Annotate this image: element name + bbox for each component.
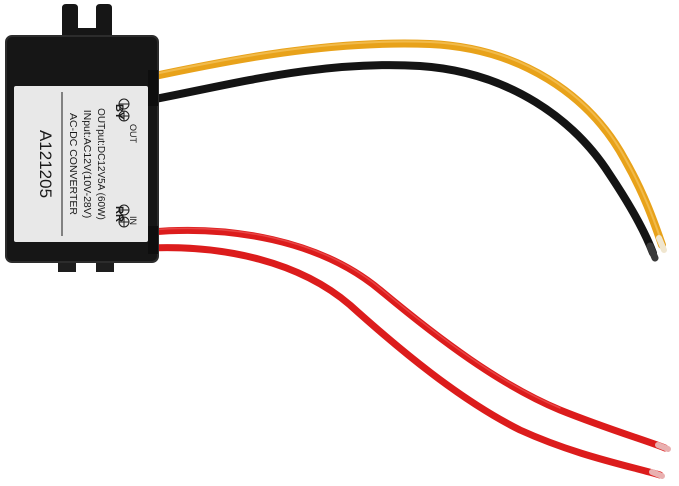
input-polarity-icon [118,204,130,228]
red-wire-upper [146,226,669,452]
yellow-wire-highlight [149,40,663,244]
red-wire-tip-lower [649,469,665,479]
output-label: OUT [128,124,138,144]
wire-exit-input [148,226,158,254]
mounting-tab [62,4,112,42]
input-label: IN [128,216,138,225]
label-sticker [14,86,148,242]
label-text-group: A121205 AC-DC CONVERTER INput:AC12V(10V-… [36,98,138,228]
converter-type: AC-DC CONVERTER [67,113,79,215]
housing-edge [5,35,159,263]
model-number: A121205 [36,130,55,198]
output-polarity-icon [118,98,130,122]
black-wire [146,61,657,257]
wire-exit-output [148,70,158,106]
yellow-wire-tip [656,235,667,253]
input-spec: INput:AC12V(10V-28V) [81,110,93,219]
output-spec: OUTput:DC12V5A (60W) [95,108,106,220]
red-wire-lower [146,244,664,479]
converter-body: A121205 AC-DC CONVERTER INput:AC12V(10V-… [5,4,159,272]
black-wire-tip [646,242,659,262]
red-wire-highlight [149,227,561,409]
output-wires [146,39,667,262]
red-wire-tip-upper [655,442,671,452]
input-wires [146,226,671,479]
